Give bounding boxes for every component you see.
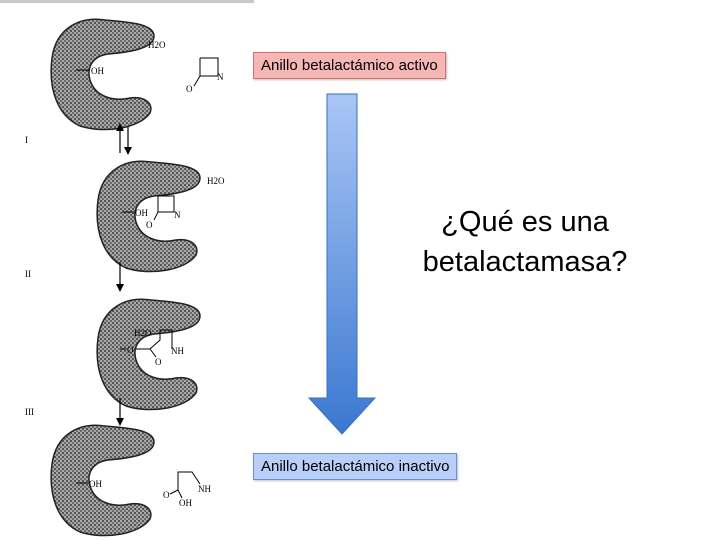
amine-label-3: NH: [171, 346, 184, 356]
oxygen-label-1: O: [186, 84, 193, 94]
acyl-enzyme-ring: O NH: [136, 329, 184, 367]
enzyme-shape-2: [96, 160, 201, 273]
equilibrium-arrow: [116, 123, 132, 155]
carbonyl-oxygen-label: O: [155, 357, 162, 367]
reaction-arrow-2: [116, 262, 124, 292]
beta-lactam-ring-2: O N: [146, 195, 181, 230]
beta-lactam-ring-1: O N: [186, 57, 224, 94]
water-label-2: H2O: [207, 176, 225, 186]
enzyme-reaction-scheme: OH H2O O N I OH H2O O N II H2O O: [25, 18, 225, 537]
top-border-line: [0, 0, 254, 3]
reaction-arrow-3: [116, 398, 124, 426]
oxygen-label-2: O: [146, 220, 153, 230]
acid-hydroxyl-label: OH: [179, 498, 192, 508]
enzyme-shape-1: [50, 18, 155, 131]
question-line-1: ¿Qué es una: [441, 206, 609, 238]
inactive-ring-label: Anillo betalactámico inactivo: [253, 453, 458, 480]
active-ring-label: Anillo betalactámico activo: [253, 52, 446, 79]
question-text: ¿Qué es una betalactamasa?: [360, 202, 690, 282]
hydroxyl-label-4: OH: [89, 479, 102, 489]
big-down-arrow: [307, 93, 377, 435]
nitrogen-label-1: N: [217, 72, 224, 82]
enzyme-shape-4: [50, 424, 155, 537]
hydroxyl-label-1: OH: [91, 66, 104, 76]
ester-oxygen-label: O: [127, 345, 134, 355]
hydrolyzed-ring: O OH NH: [163, 471, 211, 508]
step-label-2: II: [25, 269, 31, 279]
hydroxyl-label-2: OH: [135, 208, 148, 218]
enzyme-shape-3: [96, 298, 201, 411]
question-line-2: betalactamasa?: [422, 246, 628, 278]
step-label-3: III: [25, 407, 34, 417]
acid-oxygen-label: O: [163, 490, 170, 500]
nitrogen-label-2: N: [174, 210, 181, 220]
water-label-3: H2O: [134, 328, 152, 338]
water-label-1: H2O: [148, 40, 166, 50]
step-label-1: I: [25, 135, 28, 145]
amine-label-4: NH: [198, 484, 211, 494]
